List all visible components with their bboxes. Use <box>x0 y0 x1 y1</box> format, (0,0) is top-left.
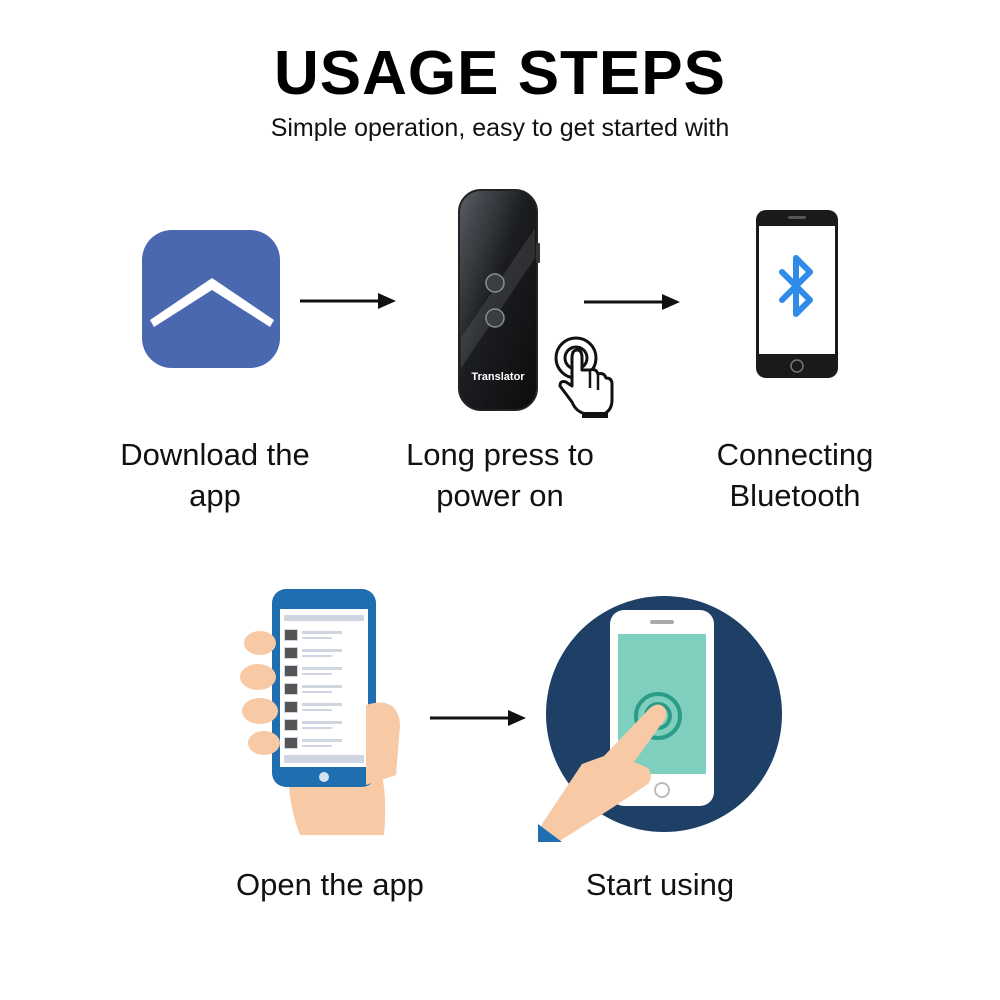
step-caption-bluetooth: Connecting Bluetooth <box>716 437 874 513</box>
bluetooth-phone-icon <box>756 210 838 378</box>
step-caption-power-on: Long press to power on <box>406 437 594 513</box>
step-caption-open-app: Open the app <box>236 867 424 902</box>
device-label: Translator <box>471 371 525 383</box>
arrow-right-icon <box>430 710 526 726</box>
step-caption-download: Download the app <box>120 437 310 513</box>
finger-tap-phone-icon <box>538 596 782 842</box>
step-caption-start: Start using <box>585 867 735 902</box>
hand-holding-phone-icon <box>240 589 400 835</box>
press-hand-icon <box>554 336 614 418</box>
translator-device-icon: Translator <box>458 189 540 411</box>
page-title: USAGE STEPS <box>274 39 726 108</box>
app-icon <box>142 230 280 368</box>
arrow-right-icon <box>300 293 396 309</box>
arrow-right-icon <box>584 294 680 310</box>
page-subtitle: Simple operation, easy to get started wi… <box>270 114 730 142</box>
